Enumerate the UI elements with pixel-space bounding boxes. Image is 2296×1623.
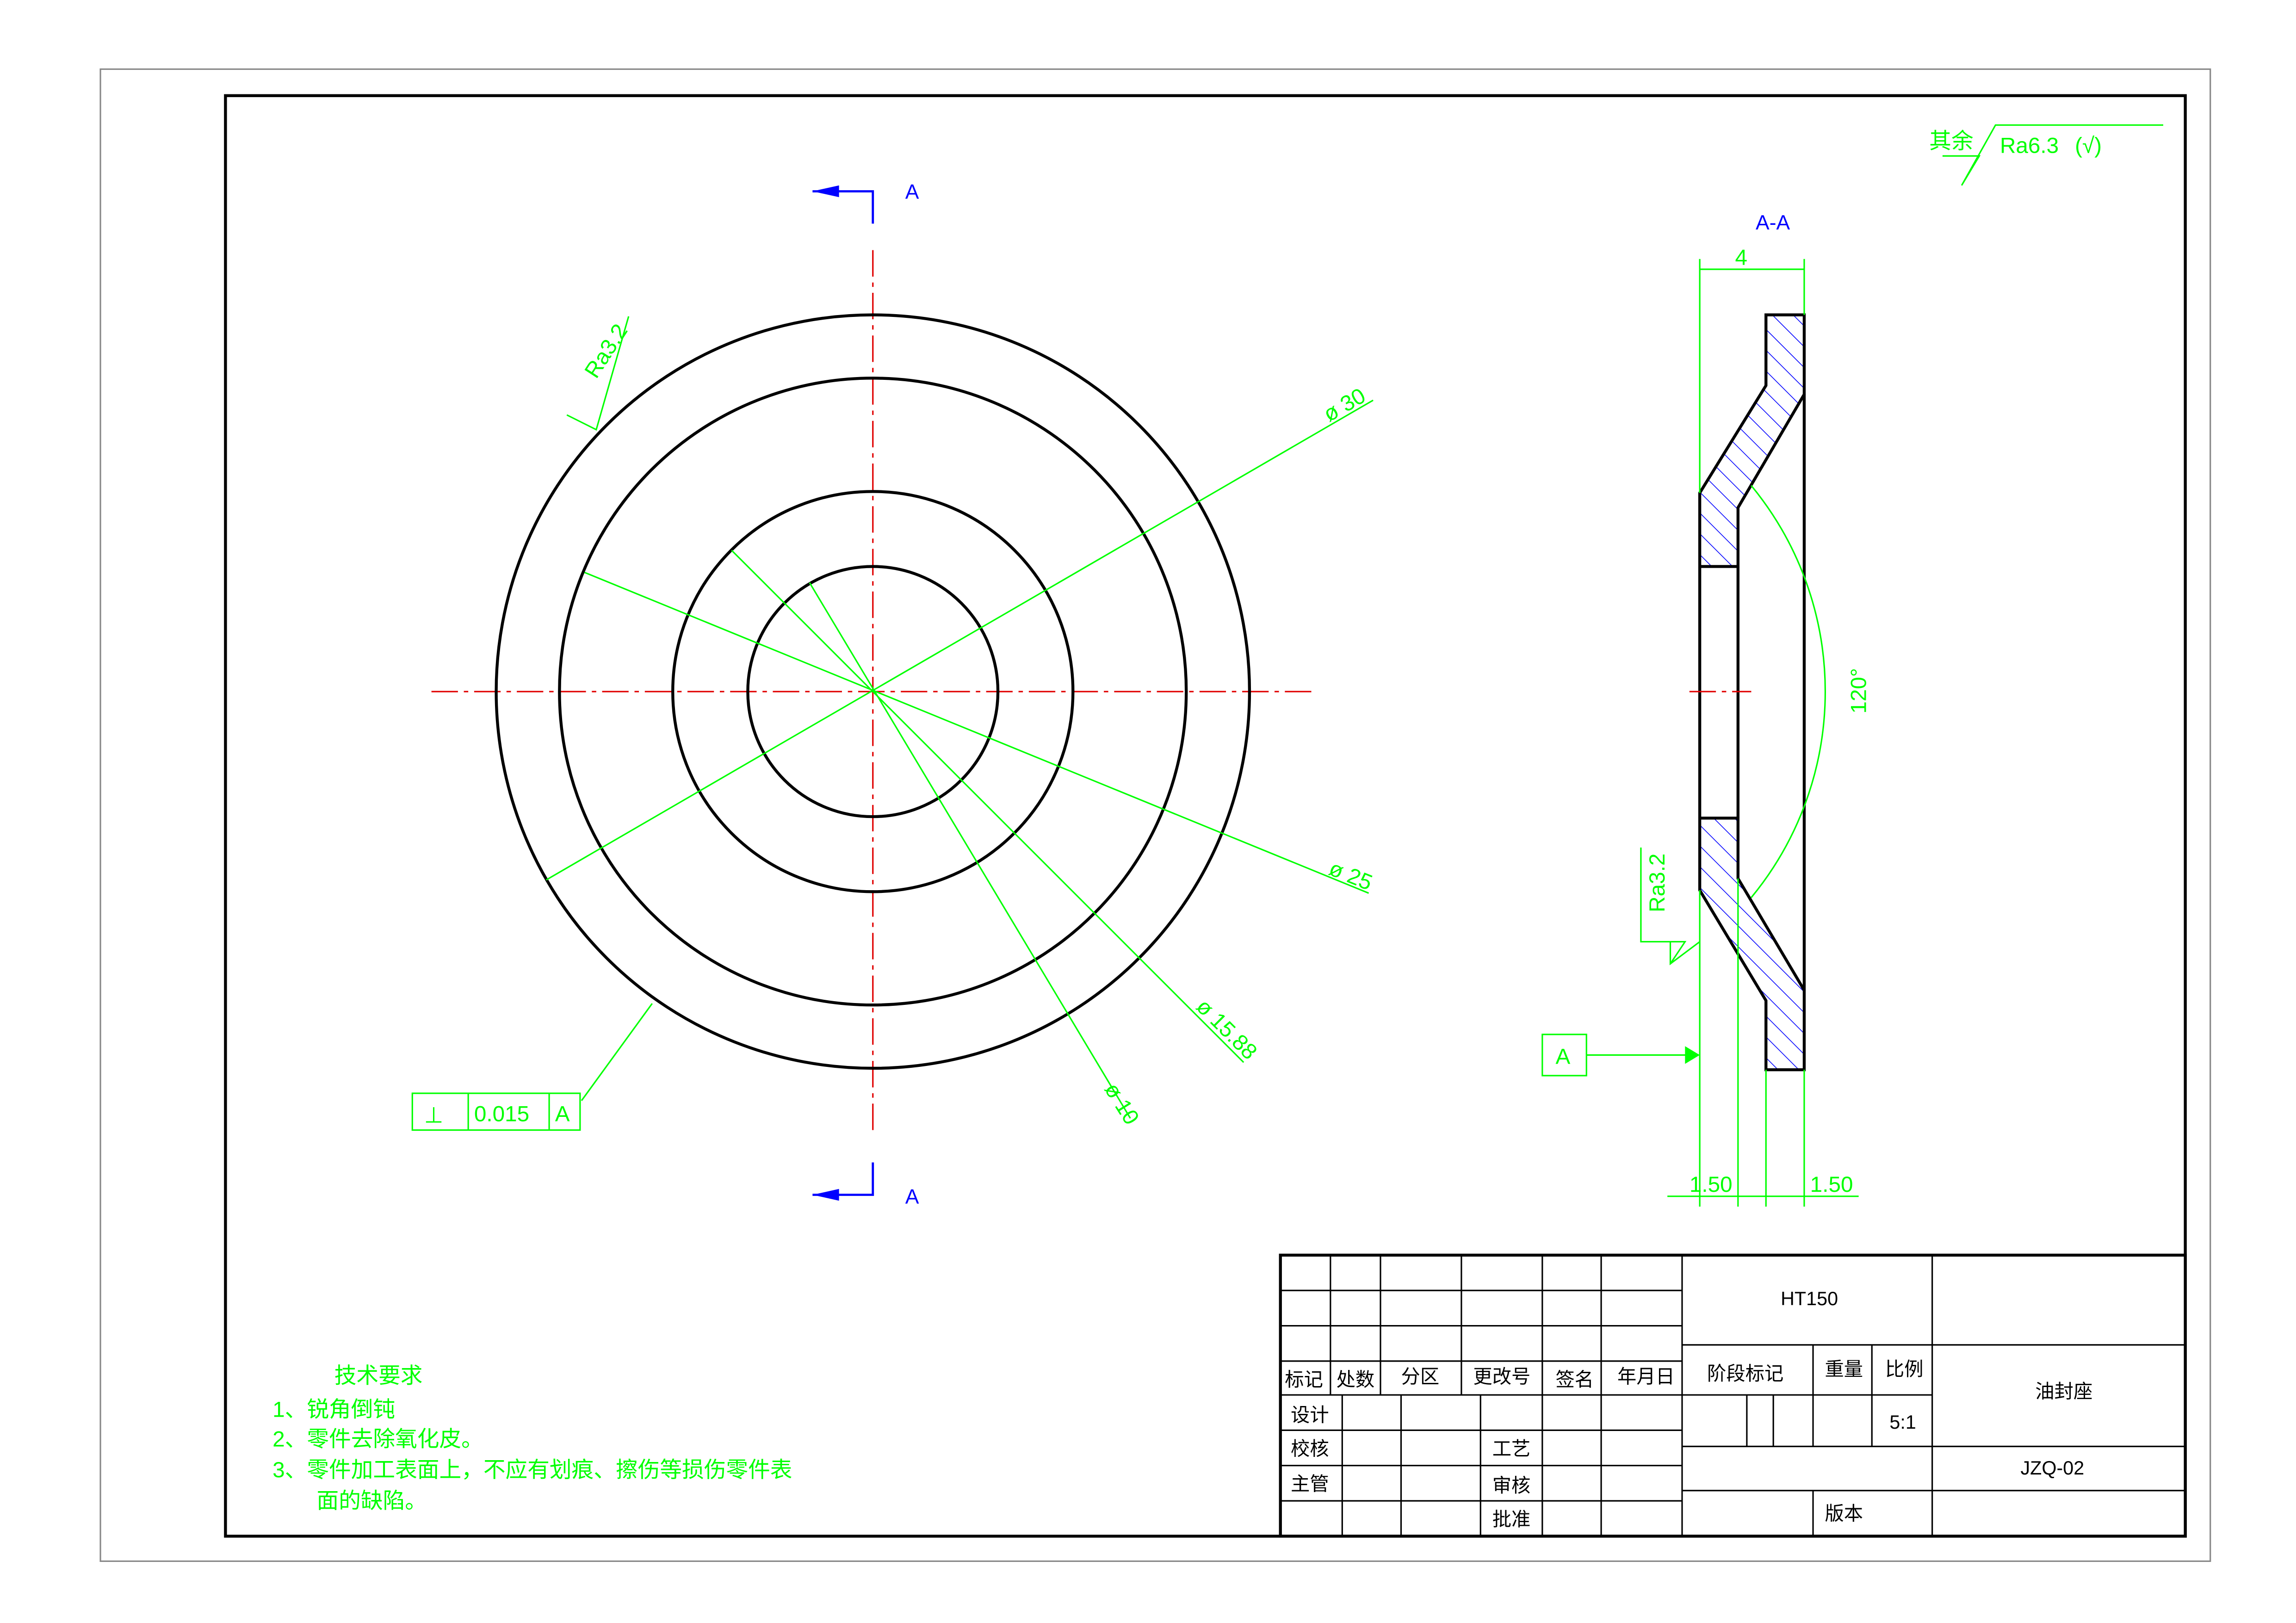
section-view-label: A-A [1756, 211, 1790, 234]
tolerance-datum: A [555, 1102, 570, 1126]
front-view: ø 30 ø 25 ø 15.88 ø 10 Ra3.2 ⊥ 0.015 A A… [411, 180, 1376, 1208]
header-date: 年月日 [1617, 1366, 1675, 1388]
part-name: 油封座 [2035, 1381, 2092, 1402]
version-label: 版本 [1825, 1503, 1863, 1524]
dim-d30: ø 30 [1319, 384, 1370, 427]
scale-value: 5:1 [1889, 1412, 1916, 1433]
dim-d10: ø 10 [1100, 1078, 1144, 1129]
tolerance-symbol: ⊥ [424, 1103, 444, 1128]
role-supervisor: 主管 [1291, 1474, 1329, 1495]
dim-angle: 120° [1847, 668, 1871, 714]
dim-d25: ø 25 [1325, 856, 1375, 895]
hatch-bottom [1698, 817, 1806, 1072]
sheet-border [99, 68, 2211, 1562]
role-process: 工艺 [1492, 1438, 1531, 1459]
tech-requirements: 技术要求 1、锐角倒钝 2、零件去除氧化皮。 3、零件加工表面上，不应有划痕、擦… [272, 1364, 792, 1513]
weight-label: 重量 [1825, 1359, 1863, 1380]
header-zone: 分区 [1401, 1366, 1440, 1388]
dim-d15: ø 15.88 [1191, 994, 1262, 1065]
header-change-no: 更改号 [1473, 1366, 1530, 1388]
section-view: A-A 4 120° 1.50 1.50 Ra3.2 A [1541, 211, 1871, 1207]
tech-item: 面的缺陷。 [317, 1489, 427, 1513]
roughness-general-value: Ra6.3 [2000, 134, 2059, 158]
role-design: 设计 [1291, 1404, 1329, 1425]
tech-item: 3、零件加工表面上，不应有划痕、擦伤等损伤零件表 [272, 1458, 792, 1482]
material: HT150 [1781, 1288, 1838, 1309]
header-count: 处数 [1337, 1369, 1375, 1390]
header-signature: 签名 [1555, 1369, 1594, 1390]
roughness-face: Ra3.2 [580, 320, 633, 383]
roughness-section: Ra3.2 [1645, 854, 1670, 912]
role-check: 校核 [1291, 1438, 1329, 1459]
datum-label: A [1555, 1044, 1570, 1069]
hatch-top [1698, 313, 1806, 568]
section-marker-top: A [905, 180, 919, 203]
roughness-general-prefix: 其余 [1929, 129, 1973, 154]
tech-item: 1、锐角倒钝 [272, 1398, 395, 1422]
scale-label: 比例 [1885, 1359, 1924, 1380]
dim-thickness: 4 [1735, 245, 1747, 270]
dim-left-wall: 1.50 [1690, 1172, 1733, 1197]
roughness-general-suffix: (√) [2075, 134, 2102, 158]
tech-title: 技术要求 [334, 1364, 423, 1388]
drawing-number: JZQ-02 [2020, 1457, 2084, 1479]
tolerance-value: 0.015 [474, 1102, 529, 1126]
drawing-frame [224, 94, 2187, 1538]
role-review: 审核 [1492, 1475, 1531, 1496]
stage-label: 阶段标记 [1707, 1363, 1783, 1384]
tech-item: 2、零件去除氧化皮。 [272, 1427, 483, 1451]
section-marker-bottom: A [905, 1186, 919, 1208]
general-roughness: 其余 Ra6.3 (√) [1929, 124, 2163, 186]
role-approve: 批准 [1492, 1509, 1531, 1530]
dim-right-wall: 1.50 [1810, 1172, 1853, 1197]
header-mark: 标记 [1285, 1369, 1323, 1390]
title-block: 标记 处数 分区 更改号 签名 年月日 设计 校核 主管 工艺 审核 批准 HT… [1279, 1253, 2187, 1538]
